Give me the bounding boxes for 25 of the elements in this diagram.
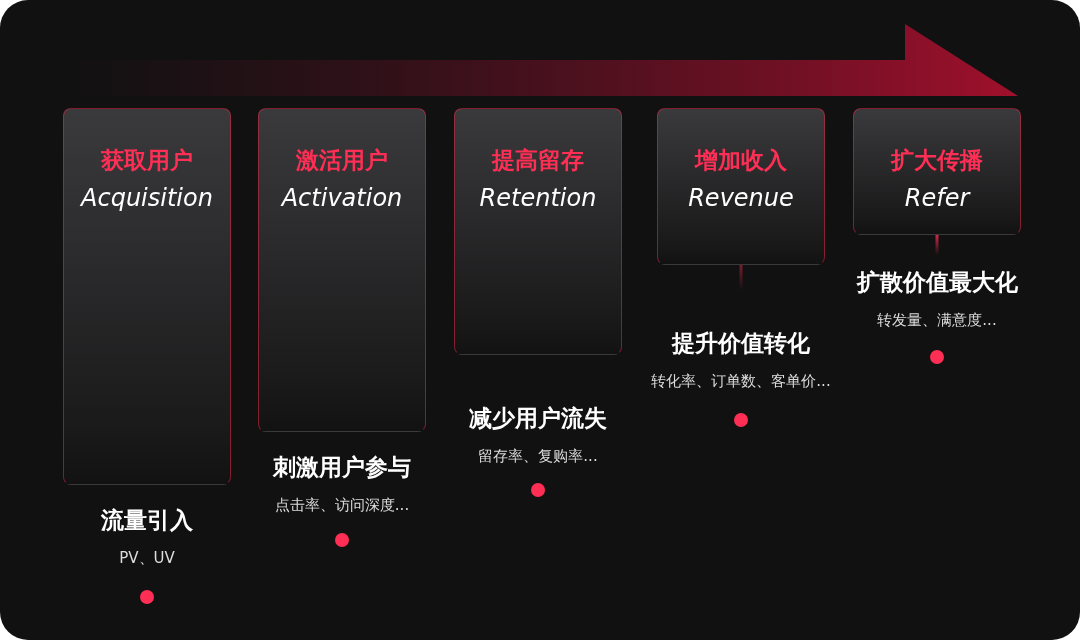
goal-text: 减少用户流失: [468, 404, 608, 433]
metric-text: 转化率、订单数、客单价...: [650, 372, 832, 391]
goal-text: 刺激用户参与: [272, 453, 412, 482]
stage-card: [853, 108, 1021, 235]
goal-text: 流量引入: [100, 506, 194, 535]
stage-title: 扩大传播: [889, 146, 984, 175]
stage-card: [657, 108, 825, 265]
stage-subtitle: Revenue: [687, 184, 795, 212]
goal-text: 扩散价值最大化: [855, 268, 1019, 297]
stage-subtitle: Activation: [279, 184, 404, 212]
stage-title: 提高留存: [490, 146, 585, 175]
stage-subtitle: Retention: [478, 184, 598, 212]
stage-title: 增加收入: [693, 146, 788, 175]
stage-subtitle: Refer: [903, 184, 972, 212]
stage-subtitle: Acquisition: [79, 184, 214, 212]
metric-text: 点击率、访问深度...: [273, 496, 411, 515]
stage-title: 获取用户: [100, 146, 194, 175]
metric-text: 转发量、满意度...: [876, 311, 998, 330]
metric-text: 留存率、复购率...: [477, 447, 599, 466]
stage-card: [258, 108, 426, 432]
stage-card: [63, 108, 231, 485]
stage-title: 激活用户: [295, 146, 389, 175]
stage-card: [454, 108, 622, 355]
goal-text: 提升价值转化: [670, 329, 811, 358]
metric-text: PV、UV: [118, 549, 176, 568]
